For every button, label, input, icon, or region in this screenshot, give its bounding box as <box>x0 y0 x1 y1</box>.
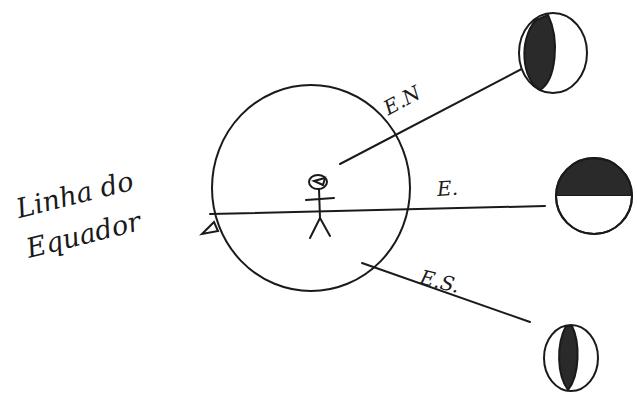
sight-line-south <box>362 263 530 322</box>
equator-line <box>210 206 545 214</box>
moon-south <box>544 325 598 391</box>
earth-circle <box>212 85 410 291</box>
moon-east <box>556 158 632 234</box>
arrow-head <box>202 222 218 234</box>
observer-head <box>309 175 327 189</box>
north-label: E.N <box>378 63 454 122</box>
sight-line-north <box>340 62 535 164</box>
observer-body <box>306 189 334 238</box>
moon-north <box>519 13 587 93</box>
equator-label: Linha do Equador <box>12 151 187 268</box>
observer-eye <box>314 178 325 185</box>
south-label: E.S. <box>417 262 502 310</box>
east-label: E. <box>436 171 488 204</box>
